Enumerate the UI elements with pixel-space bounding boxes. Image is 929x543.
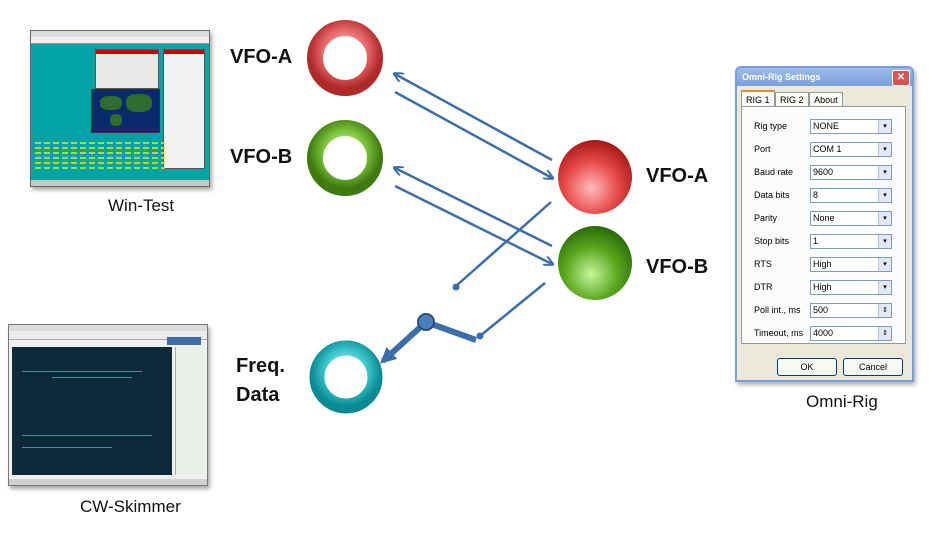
- timeout-spinner[interactable]: 4000⇕: [810, 326, 892, 341]
- parity-label: Parity: [754, 213, 778, 223]
- parity-row: Parity None▾: [754, 211, 894, 226]
- chevron-down-icon[interactable]: ▾: [878, 258, 891, 271]
- arrow-vfo-b-to-left: [395, 168, 553, 248]
- baud-rate-row: Baud rate 9600▾: [754, 165, 894, 180]
- switch-output-arrow: [380, 319, 429, 364]
- ok-button[interactable]: OK: [777, 358, 837, 376]
- left-vfo-a-label: VFO-A: [230, 46, 293, 68]
- chevron-down-icon[interactable]: ▾: [878, 143, 891, 156]
- rts-row: RTS High▾: [754, 257, 894, 272]
- rig-type-select[interactable]: NONE▾: [810, 119, 892, 134]
- chevron-down-icon[interactable]: ▾: [878, 281, 891, 294]
- dialog-titlebar: Omni-Rig Settings ✕: [737, 68, 912, 86]
- chevron-down-icon[interactable]: ▾: [878, 235, 891, 248]
- right-vfo-b-label: VFO-B: [646, 256, 709, 278]
- poll-interval-spinner[interactable]: 500⇕: [810, 303, 892, 318]
- tab-about[interactable]: About: [809, 92, 843, 107]
- stop-bits-row: Stop bits 1▾: [754, 234, 894, 249]
- switch-line-vfo-a: [455, 201, 552, 287]
- switch-terminal-b: [476, 332, 484, 340]
- parity-select[interactable]: None▾: [810, 211, 892, 226]
- dtr-select[interactable]: High▾: [810, 280, 892, 295]
- left-vfo-a-node: [307, 20, 383, 96]
- arrow-vfo-a-to-right: [394, 90, 552, 178]
- tab-strip: RIG 1 RIG 2 About: [741, 90, 843, 107]
- omnirig-settings-dialog: Omni-Rig Settings ✕ RIG 1 RIG 2 About Ri…: [735, 66, 914, 382]
- chevron-down-icon[interactable]: ▾: [878, 212, 891, 225]
- rts-label: RTS: [754, 259, 772, 269]
- baud-rate-select[interactable]: 9600▾: [810, 165, 892, 180]
- spin-arrows-icon[interactable]: ⇕: [878, 327, 891, 340]
- rig-type-row: Rig type NONE▾: [754, 119, 894, 134]
- dtr-row: DTR High▾: [754, 280, 894, 295]
- poll-interval-row: Poll int., ms 500⇕: [754, 303, 894, 318]
- port-label: Port: [754, 144, 771, 154]
- poll-interval-label: Poll int., ms: [754, 305, 801, 315]
- switch-terminal-a: [452, 283, 460, 291]
- spin-arrows-icon[interactable]: ⇕: [878, 304, 891, 317]
- rig-type-label: Rig type: [754, 121, 788, 131]
- stop-bits-label: Stop bits: [754, 236, 790, 246]
- dtr-label: DTR: [754, 282, 773, 292]
- tab-page-rig-1: Rig type NONE▾ Port COM 1▾ Baud rate 960…: [741, 106, 906, 344]
- data-label: Data: [236, 384, 280, 406]
- data-bits-row: Data bits 8▾: [754, 188, 894, 203]
- right-vfo-b-node: [558, 226, 632, 300]
- wintest-caption: Win-Test: [108, 196, 175, 215]
- chevron-down-icon[interactable]: ▾: [878, 166, 891, 179]
- stop-bits-select[interactable]: 1▾: [810, 234, 892, 249]
- omnirig-caption: Omni-Rig: [806, 392, 878, 411]
- port-select[interactable]: COM 1▾: [810, 142, 892, 157]
- left-vfo-b-label: VFO-B: [230, 146, 293, 168]
- rts-select[interactable]: High▾: [810, 257, 892, 272]
- arrow-vfo-a-to-left: [395, 74, 553, 162]
- chevron-down-icon[interactable]: ▾: [878, 120, 891, 133]
- port-row: Port COM 1▾: [754, 142, 894, 157]
- cw-skimmer-screenshot: [8, 324, 208, 486]
- cancel-button[interactable]: Cancel: [843, 358, 903, 376]
- data-bits-select[interactable]: 8▾: [810, 188, 892, 203]
- timeout-label: Timeout, ms: [754, 328, 804, 338]
- freq-data-node: [309, 340, 383, 414]
- right-vfo-a-node: [558, 140, 632, 214]
- timeout-row: Timeout, ms 4000⇕: [754, 326, 894, 341]
- data-bits-label: Data bits: [754, 190, 790, 200]
- dialog-title: Omni-Rig Settings: [742, 72, 821, 82]
- arrow-vfo-b-to-right: [394, 184, 552, 264]
- baud-rate-label: Baud rate: [754, 167, 794, 177]
- chevron-down-icon[interactable]: ▾: [878, 189, 891, 202]
- skimmer-caption: CW-Skimmer: [80, 497, 181, 516]
- freq-label: Freq.: [236, 355, 285, 377]
- left-vfo-b-node: [307, 120, 383, 196]
- tab-rig-2[interactable]: RIG 2: [775, 92, 809, 107]
- wintest-screenshot: [30, 30, 210, 187]
- close-icon[interactable]: ✕: [892, 70, 910, 86]
- switch-line-vfo-b: [479, 282, 546, 337]
- switch-pivot: [417, 313, 435, 331]
- tab-rig-1[interactable]: RIG 1: [741, 90, 775, 107]
- right-vfo-a-label: VFO-A: [646, 165, 709, 187]
